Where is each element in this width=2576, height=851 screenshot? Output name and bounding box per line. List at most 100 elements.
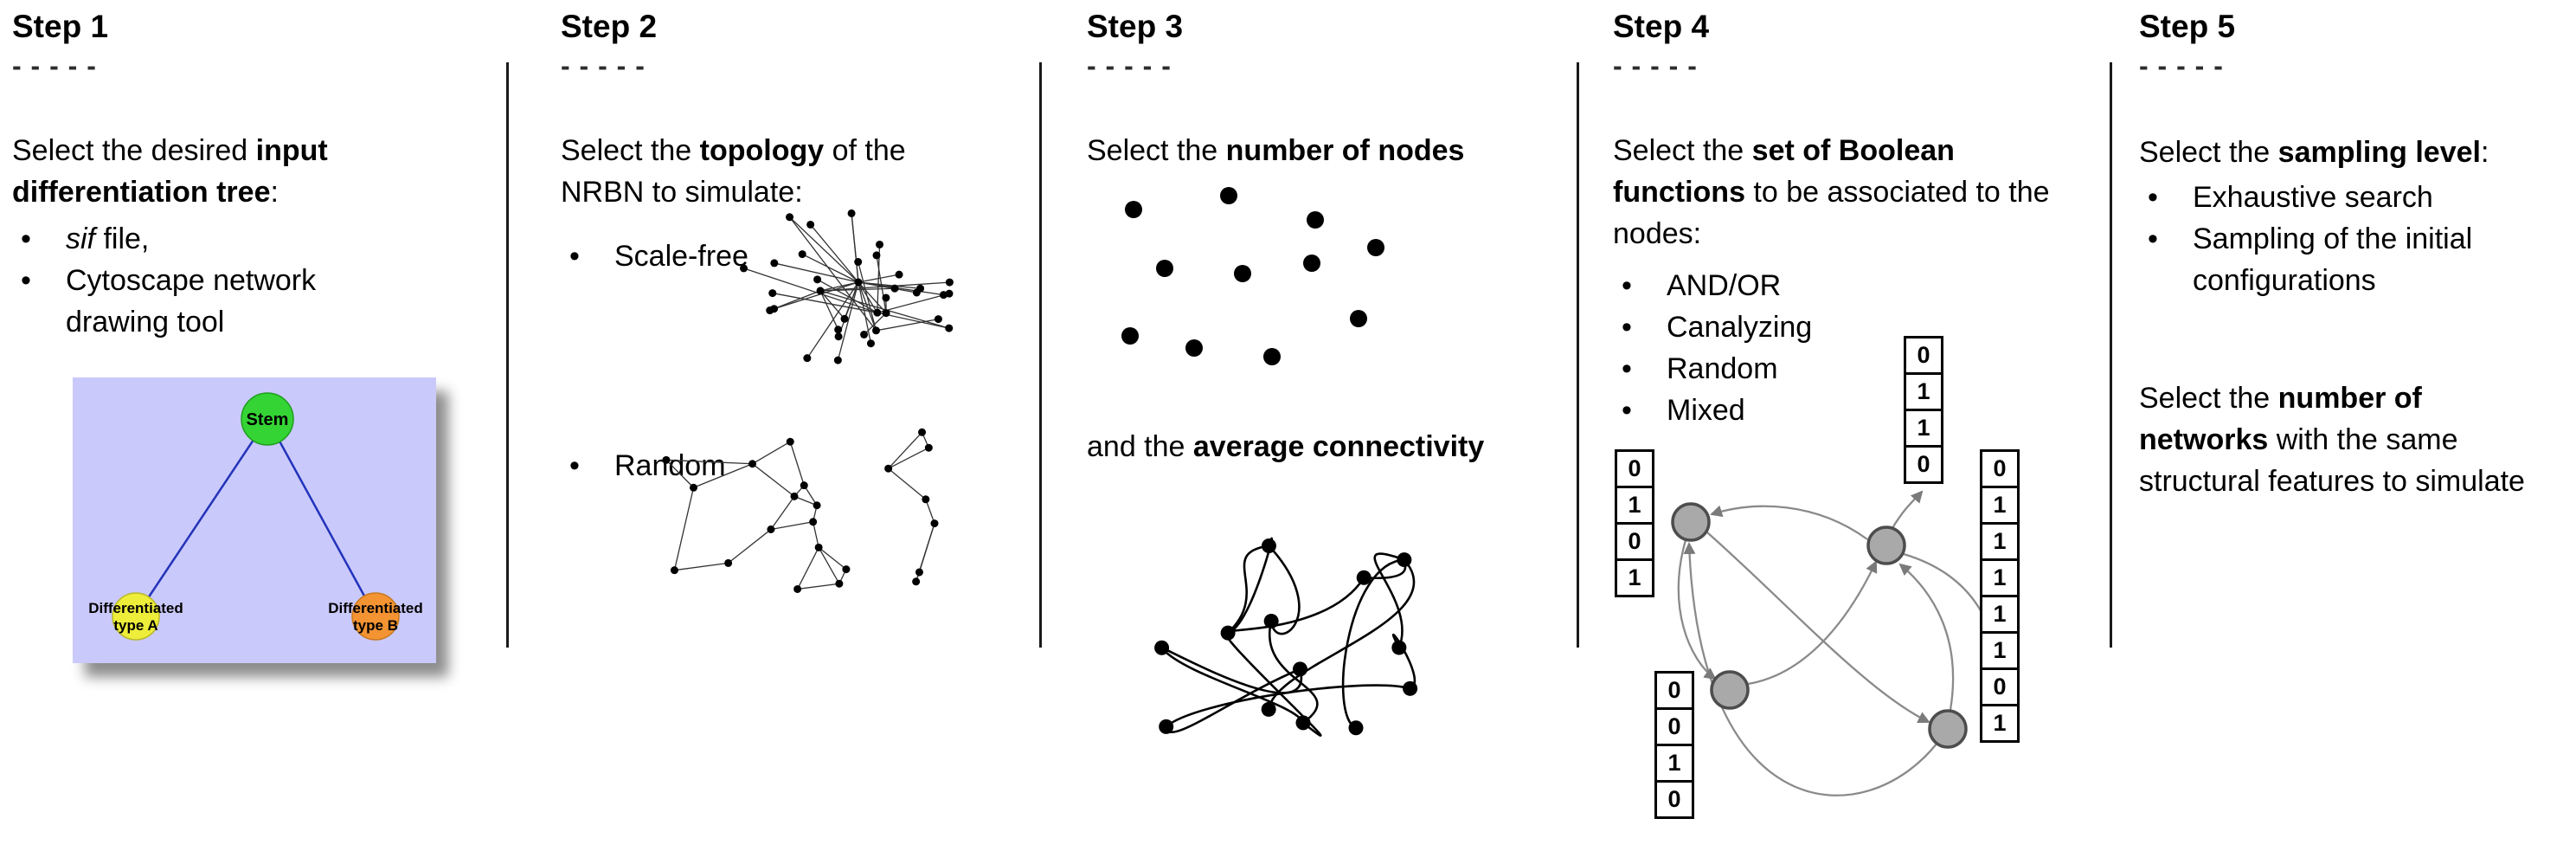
- truth-table-cell: 1: [1980, 704, 2020, 743]
- edge-c-to-b: [1747, 560, 1878, 686]
- instruction-text: with the same structural features to sim…: [2139, 423, 2525, 498]
- step-4-instruction: Select the set of Boolean functions to b…: [1613, 130, 2063, 255]
- step-5-dashes: - - - - -: [2139, 50, 2224, 81]
- truth-table-cell: 1: [1980, 631, 2020, 670]
- instruction-text: and the: [1087, 430, 1193, 463]
- instruction-text: to be associated to the nodes:: [1613, 176, 2050, 250]
- step-5-instruction-2: Select the number of networks with the s…: [2139, 377, 2537, 502]
- instruction-text: :: [2480, 136, 2489, 169]
- truth-table-top: 0 1 1 0: [1904, 336, 1943, 484]
- bullet-mixed: Mixed: [1613, 390, 1890, 431]
- bullet-italic: sif: [66, 222, 95, 255]
- truth-table-cell: 0: [1904, 445, 1943, 484]
- truth-table-cell: 0: [1615, 522, 1654, 561]
- step-1-title: Step 1: [12, 9, 109, 44]
- step-1-dashes: - - - - -: [12, 50, 97, 81]
- instruction-bold: number of networks: [2139, 382, 2422, 456]
- step-2-dashes: - - - - -: [561, 50, 646, 81]
- truth-table-cell: 1: [1980, 558, 2020, 597]
- edge-a-to-c: [1677, 539, 1717, 680]
- bullet-scale-free: Scale-free: [561, 235, 803, 277]
- truth-table-cell: 0: [1615, 449, 1654, 488]
- bullet-text: Sampling of the initial configurations: [2193, 222, 2473, 297]
- bullet-and-or: AND/OR: [1613, 265, 1890, 306]
- instruction-text: Select the: [1613, 134, 1752, 167]
- edge-d-to-a: [1683, 542, 1938, 796]
- truth-table-cell: 0: [1980, 667, 2020, 706]
- step-3-column: Step 3 - - - - - Select the number of no…: [1087, 0, 1571, 851]
- column-divider-1: [506, 62, 509, 648]
- truth-table-cell: 0: [1654, 707, 1694, 746]
- column-divider-3: [1577, 62, 1579, 648]
- truth-table-cell: 1: [1980, 522, 2020, 561]
- truth-table-cell: 1: [1904, 372, 1943, 411]
- instruction-bold: sampling level: [2277, 136, 2481, 169]
- bullet-random-functions: Random: [1613, 348, 1890, 390]
- step-2-column: Step 2 - - - - - Select the topology of …: [561, 0, 1037, 851]
- step-3-title: Step 3: [1087, 9, 1184, 44]
- step-4-title: Step 4: [1613, 9, 1710, 44]
- instruction-bold: set of Boolean functions: [1613, 134, 1955, 209]
- type-a-label-1: Differentiated: [88, 600, 183, 616]
- bullet-text: Random: [1667, 352, 1778, 385]
- instruction-bold: average connectivity: [1192, 430, 1485, 463]
- truth-table-bottom: 0 0 1 0: [1654, 671, 1694, 819]
- instruction-text: Select the: [2139, 382, 2278, 415]
- truth-table-cell: 1: [1980, 595, 2020, 634]
- type-a-label-2: type A: [113, 617, 157, 634]
- boolean-node-c: [1710, 670, 1750, 710]
- edge-b-to-top-table: [1892, 490, 1924, 529]
- bullet-sif-file: sif file,: [12, 218, 384, 260]
- scale-free-network-graphic: [740, 209, 954, 364]
- bullet-text: Exhaustive search: [2193, 181, 2433, 214]
- boolean-node-a: [1671, 502, 1711, 542]
- instruction-text: of the NRBN to simulate:: [561, 134, 906, 209]
- type-b-node: [351, 592, 400, 641]
- truth-table-left: 0 1 0 1: [1615, 449, 1654, 597]
- truth-table-cell: 0: [1654, 671, 1694, 710]
- bullet-rest: file,: [95, 222, 150, 255]
- type-b-label-1: Differentiated: [328, 600, 423, 616]
- step-2-title: Step 2: [561, 9, 658, 44]
- instruction-text: Select the: [561, 134, 700, 167]
- bullet-text: AND/OR: [1667, 269, 1782, 302]
- edge-d-to-b: [1898, 563, 1955, 711]
- step-4-dashes: - - - - -: [1613, 50, 1698, 81]
- step-4-column: Step 4 - - - - - Select the set of Boole…: [1613, 0, 2102, 851]
- instruction-bold: number of nodes: [1225, 134, 1465, 167]
- instruction-text: Select the: [2139, 136, 2278, 169]
- step-1-instruction: Select the desired input differentiation…: [12, 130, 393, 213]
- boolean-network-svg: [1671, 490, 2003, 796]
- boolean-node-b: [1866, 525, 1906, 565]
- average-connectivity-graphic: [1154, 537, 1418, 737]
- random-network-graphic: [662, 428, 939, 593]
- instruction-text: Select the: [1087, 134, 1226, 167]
- bullet-text: Random: [614, 449, 726, 482]
- truth-table-cell: 1: [1904, 409, 1943, 448]
- instruction-bold: topology: [699, 134, 825, 167]
- step-5-instruction: Select the sampling level:: [2139, 132, 2572, 173]
- boolean-network-graphic: 0 1 0 1 0 1 1 0 0 0 1 0 0 1 1 1: [1613, 329, 2054, 848]
- tree-edge-a: [134, 418, 269, 617]
- type-b-label-2: type B: [353, 617, 398, 634]
- differentiation-tree-image: Stem Differentiated type A Differentiate…: [73, 377, 436, 663]
- bullet-text: sif file,: [66, 218, 384, 260]
- column-divider-4: [2110, 62, 2112, 648]
- truth-table-cell: 0: [1904, 336, 1943, 375]
- bullet-text: Cytoscape network drawing tool: [66, 264, 317, 338]
- truth-table-cell: 0: [1654, 780, 1694, 819]
- truth-table-cell: 0: [1980, 449, 2020, 488]
- step-3-instruction-2: and the average connectivity: [1087, 426, 1571, 467]
- bullet-text: Canalyzing: [1667, 311, 1813, 344]
- truth-table-cell: 1: [1615, 558, 1654, 597]
- bullet-text: Scale-free: [614, 240, 748, 273]
- bullet-text: Mixed: [1667, 394, 1745, 427]
- bullet-sampling-initial-configurations: Sampling of the initial configurations: [2139, 218, 2546, 301]
- truth-table-cell: 1: [1980, 486, 2020, 525]
- step-1-column: Step 1 - - - - - Select the desired inpu…: [12, 0, 497, 851]
- stem-node: [241, 392, 294, 446]
- instruction-bold: input differentiation tree: [12, 134, 328, 209]
- instruction-text: Select the desired: [12, 134, 256, 167]
- edge-a-to-d: [1706, 532, 1930, 724]
